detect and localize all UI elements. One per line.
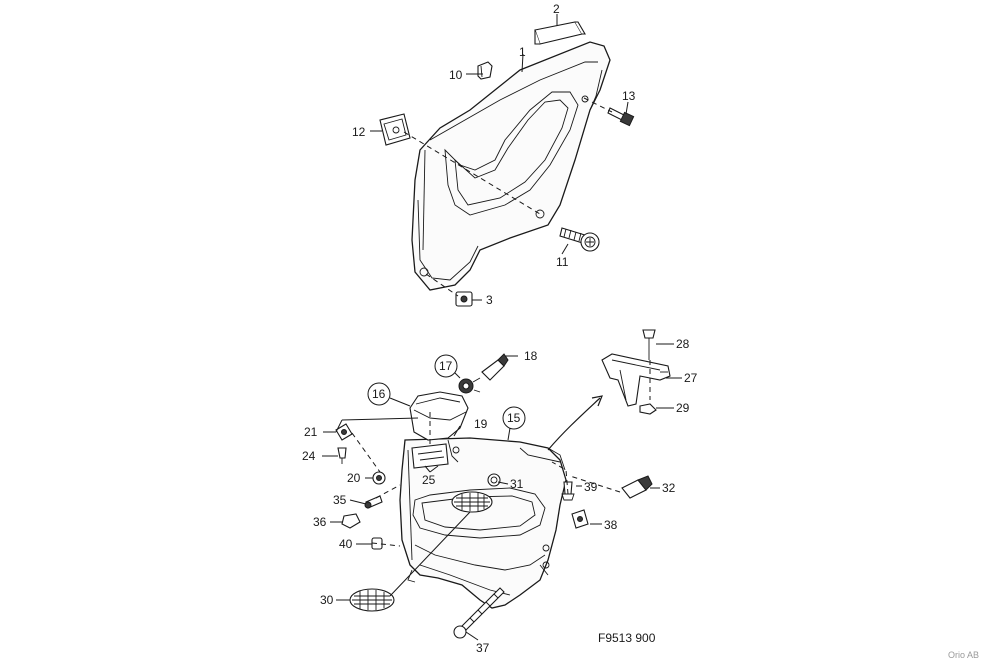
callout-12: 12 xyxy=(352,125,366,139)
part-10-clip xyxy=(477,61,493,80)
part-27-bracket xyxy=(601,353,671,407)
callout-30: 30 xyxy=(320,593,334,607)
callout-13: 13 xyxy=(622,89,636,103)
part-13-bolt xyxy=(607,107,635,127)
callout-36: 36 xyxy=(313,515,327,529)
part-12-pad xyxy=(379,113,411,146)
part-35-screw xyxy=(364,495,383,509)
part-29-nut xyxy=(639,403,657,415)
callout-25: 25 xyxy=(422,473,436,487)
lower-trim-panel xyxy=(399,437,567,609)
callout-19: 19 xyxy=(474,417,488,431)
callout-21: 21 xyxy=(304,425,318,439)
callout-28: 28 xyxy=(676,337,690,351)
credit-text: Orio AB xyxy=(948,650,979,660)
callout-24: 24 xyxy=(302,449,316,463)
callout-15-circle xyxy=(502,406,526,430)
part-39-fastener xyxy=(561,481,575,501)
callout-15: 15 xyxy=(507,411,521,425)
callout-18: 18 xyxy=(524,349,538,363)
callout-31: 31 xyxy=(510,477,524,491)
part-11-screw xyxy=(559,227,600,252)
part-3-nut xyxy=(455,291,473,307)
part-24-screw xyxy=(337,447,347,464)
callout-38: 38 xyxy=(604,518,618,532)
part-16-handle xyxy=(409,391,469,441)
callout-17-circle xyxy=(434,354,458,378)
part-37-screw xyxy=(453,587,505,639)
part-30-speaker-grille-inner xyxy=(451,491,493,513)
part-31-grommet xyxy=(487,473,501,487)
callout-20: 20 xyxy=(347,471,361,485)
callout-16: 16 xyxy=(372,387,386,401)
callout-35: 35 xyxy=(333,493,347,507)
callout-29: 29 xyxy=(676,401,690,415)
callout-10: 10 xyxy=(449,68,463,82)
part-20-washer xyxy=(372,471,386,485)
part-32-connector xyxy=(621,475,653,499)
callout-1: 1 xyxy=(519,45,526,59)
figure-code: F9513 900 xyxy=(598,631,656,645)
callout-3: 3 xyxy=(486,293,493,307)
part-28-bolt xyxy=(642,329,656,360)
callout-37: 37 xyxy=(476,641,490,655)
callout-16-circle xyxy=(367,382,391,406)
callout-39: 39 xyxy=(584,480,598,494)
part-36-cap xyxy=(341,513,361,529)
part-25-plate xyxy=(411,443,449,469)
part-19-bracket xyxy=(447,439,460,463)
callout-2: 2 xyxy=(553,2,560,16)
callout-11: 11 xyxy=(556,255,569,269)
upper-trim-panel xyxy=(411,41,611,291)
callout-17: 17 xyxy=(439,359,453,373)
callout-labels: 1 2 10 12 13 11 3 17 18 16 15 19 21 24 2… xyxy=(302,2,698,655)
part-21-clip xyxy=(335,423,353,441)
part-30-speaker-grille xyxy=(349,588,395,612)
part-18-bulb xyxy=(481,353,509,381)
part-38-clip xyxy=(571,509,589,529)
callout-40: 40 xyxy=(339,537,353,551)
callout-27: 27 xyxy=(684,371,698,385)
part-17-lamp xyxy=(458,377,481,394)
part-2-block xyxy=(534,21,586,45)
callout-32: 32 xyxy=(662,481,676,495)
